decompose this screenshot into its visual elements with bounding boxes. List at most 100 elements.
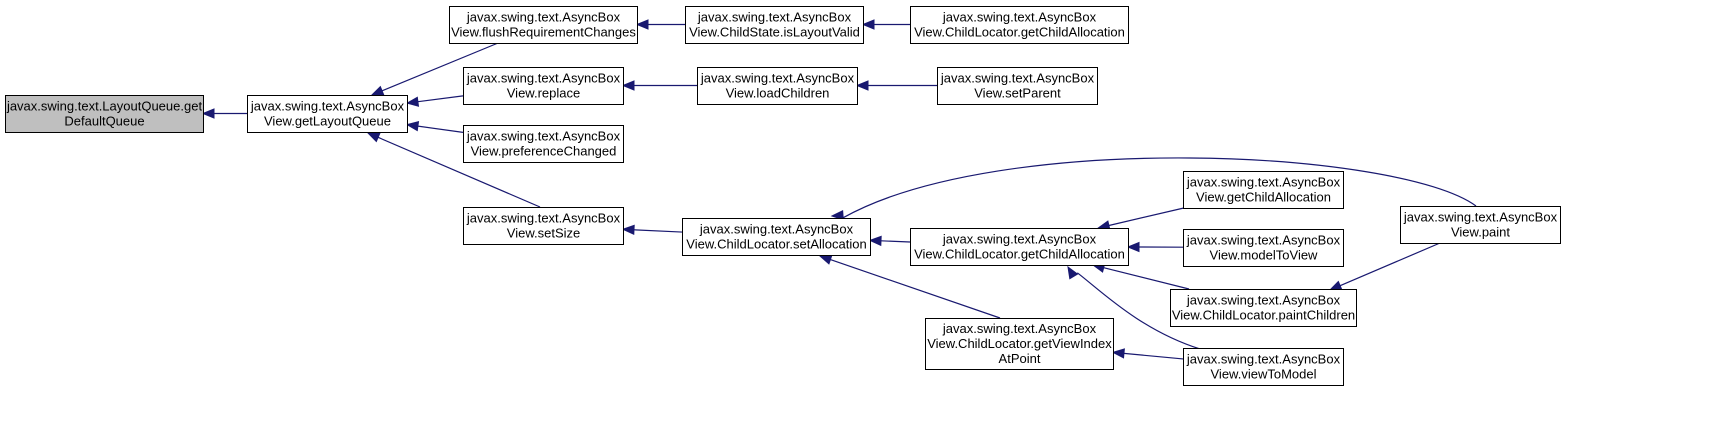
node-label: View.getLayoutQueue bbox=[264, 114, 391, 129]
node-label: javax.swing.text.AsyncBox bbox=[697, 10, 852, 25]
node-label: javax.swing.text.AsyncBox bbox=[699, 222, 854, 237]
node-box bbox=[1400, 206, 1561, 244]
node-label: View.ChildLocator.getViewIndex bbox=[927, 336, 1112, 351]
node-label: View.ChildLocator.paintChildren bbox=[1172, 308, 1355, 323]
edge-paint-to-setAllocation bbox=[830, 157, 1477, 221]
node-label: javax.swing.text.AsyncBox bbox=[942, 10, 1097, 25]
node-label: View.setSize bbox=[507, 226, 580, 241]
arrowhead bbox=[405, 120, 420, 132]
node-box bbox=[1183, 171, 1344, 209]
node-label: javax.swing.text.AsyncBox bbox=[1403, 210, 1558, 225]
node-label: DefaultQueue bbox=[64, 114, 144, 129]
node-setAllocation[interactable]: javax.swing.text.AsyncBoxView.ChildLocat… bbox=[682, 218, 871, 256]
node-modelToView[interactable]: javax.swing.text.AsyncBoxView.modelToVie… bbox=[1183, 229, 1344, 267]
node-box bbox=[682, 218, 871, 256]
edge-line bbox=[377, 136, 541, 208]
edge-line bbox=[842, 157, 1477, 219]
edge-locGetChildAllocation-to-setAllocation bbox=[868, 235, 911, 247]
node-label: javax.swing.text.LayoutQueue.get bbox=[6, 99, 203, 114]
node-label: View.getChildAllocation bbox=[1196, 190, 1331, 205]
node-label: javax.swing.text.AsyncBox bbox=[1186, 352, 1341, 367]
node-label: View.preferenceChanged bbox=[471, 144, 617, 159]
node-label: View.replace bbox=[507, 86, 580, 101]
edge-paint-to-paintChildren bbox=[1328, 242, 1441, 291]
node-label: AtPoint bbox=[999, 351, 1041, 366]
edge-line bbox=[1103, 267, 1190, 290]
node-isLayoutValid[interactable]: javax.swing.text.AsyncBoxView.ChildState… bbox=[685, 6, 864, 44]
node-label: View.modelToView bbox=[1210, 248, 1319, 263]
node-label: javax.swing.text.AsyncBox bbox=[940, 71, 1095, 86]
node-label: javax.swing.text.AsyncBox bbox=[250, 99, 405, 114]
node-label: javax.swing.text.AsyncBox bbox=[942, 232, 1097, 247]
node-locGetChildAllocationTop[interactable]: javax.swing.text.AsyncBoxView.ChildLocat… bbox=[910, 6, 1129, 44]
node-label: javax.swing.text.AsyncBox bbox=[700, 71, 855, 86]
edge-line bbox=[1076, 272, 1201, 350]
edge-locGetChildAllocationTop-to-isLayoutValid bbox=[861, 19, 910, 30]
node-label: javax.swing.text.AsyncBox bbox=[466, 129, 621, 144]
node-loadChildren[interactable]: javax.swing.text.AsyncBoxView.loadChildr… bbox=[697, 67, 858, 105]
arrowhead bbox=[1328, 280, 1343, 291]
edge-line bbox=[381, 42, 499, 92]
node-box bbox=[5, 95, 204, 133]
node-box bbox=[247, 95, 408, 133]
arrowhead bbox=[830, 209, 844, 221]
edge-getLayoutQueue-to-getDefaultQueue bbox=[201, 108, 247, 119]
node-label: View.ChildLocator.getChildAllocation bbox=[914, 247, 1125, 262]
arrowhead bbox=[1111, 348, 1125, 359]
node-viewToModel[interactable]: javax.swing.text.AsyncBoxView.viewToMode… bbox=[1183, 348, 1344, 386]
node-preferenceChanged[interactable]: javax.swing.text.AsyncBoxView.preference… bbox=[463, 125, 624, 163]
edge-flushRequirementChanges-to-getLayoutQueue bbox=[370, 42, 499, 96]
arrowhead bbox=[621, 80, 635, 91]
node-label: View.flushRequirementChanges bbox=[451, 25, 636, 40]
edge-isLayoutValid-to-flushRequirementChanges bbox=[635, 19, 685, 30]
node-box bbox=[697, 67, 858, 105]
node-box bbox=[910, 6, 1129, 44]
node-getDefaultQueue[interactable]: javax.swing.text.LayoutQueue.getDefaultQ… bbox=[5, 95, 204, 133]
arrowhead bbox=[818, 254, 833, 265]
arrowhead bbox=[366, 132, 381, 143]
node-paintChildren[interactable]: javax.swing.text.AsyncBoxView.ChildLocat… bbox=[1170, 289, 1357, 327]
arrowhead bbox=[861, 19, 875, 30]
arrowhead bbox=[868, 235, 882, 247]
node-flushRequirementChanges[interactable]: javax.swing.text.AsyncBoxView.flushRequi… bbox=[449, 6, 638, 44]
edge-line bbox=[830, 259, 1001, 319]
arrowhead bbox=[201, 108, 215, 119]
edge-viewToModel-to-getViewIndexAtPoint bbox=[1111, 348, 1184, 360]
node-box bbox=[925, 318, 1114, 370]
node-label: View.setParent bbox=[974, 86, 1061, 101]
edge-modelToView-to-locGetChildAllocation bbox=[1126, 241, 1184, 253]
edge-line bbox=[1108, 207, 1184, 227]
node-box bbox=[1183, 348, 1344, 386]
node-label: javax.swing.text.AsyncBox bbox=[466, 10, 621, 25]
edge-line bbox=[880, 240, 911, 243]
edges-layer bbox=[201, 19, 1477, 360]
node-getLayoutQueue[interactable]: javax.swing.text.AsyncBoxView.getLayoutQ… bbox=[247, 95, 408, 133]
edge-preferenceChanged-to-getLayoutQueue bbox=[405, 120, 464, 133]
node-box bbox=[685, 6, 864, 44]
node-box bbox=[1170, 289, 1357, 327]
node-locGetChildAllocation[interactable]: javax.swing.text.AsyncBoxView.ChildLocat… bbox=[910, 228, 1129, 266]
node-label: View.paint bbox=[1451, 225, 1510, 240]
edge-line bbox=[1123, 352, 1184, 360]
node-label: View.viewToModel bbox=[1211, 367, 1317, 382]
edge-replace-to-getLayoutQueue bbox=[405, 95, 464, 107]
arrowhead bbox=[1067, 265, 1079, 280]
node-viewGetChildAllocation[interactable]: javax.swing.text.AsyncBoxView.getChildAl… bbox=[1183, 171, 1344, 209]
node-box bbox=[463, 207, 624, 245]
arrowhead bbox=[621, 224, 635, 236]
node-label: javax.swing.text.AsyncBox bbox=[1186, 175, 1341, 190]
edge-line bbox=[417, 125, 464, 133]
edge-setParent-to-loadChildren bbox=[855, 80, 937, 91]
node-label: View.ChildLocator.getChildAllocation bbox=[914, 25, 1125, 40]
edge-viewGetChildAllocation-to-locGetChildAllocation bbox=[1096, 207, 1184, 231]
arrowhead bbox=[405, 96, 420, 107]
edge-setSize-to-getLayoutQueue bbox=[366, 132, 541, 208]
node-getViewIndexAtPoint[interactable]: javax.swing.text.AsyncBoxView.ChildLocat… bbox=[925, 318, 1114, 370]
arrowhead bbox=[1126, 241, 1140, 253]
edge-viewToModel-to-locGetChildAllocation bbox=[1067, 265, 1201, 350]
